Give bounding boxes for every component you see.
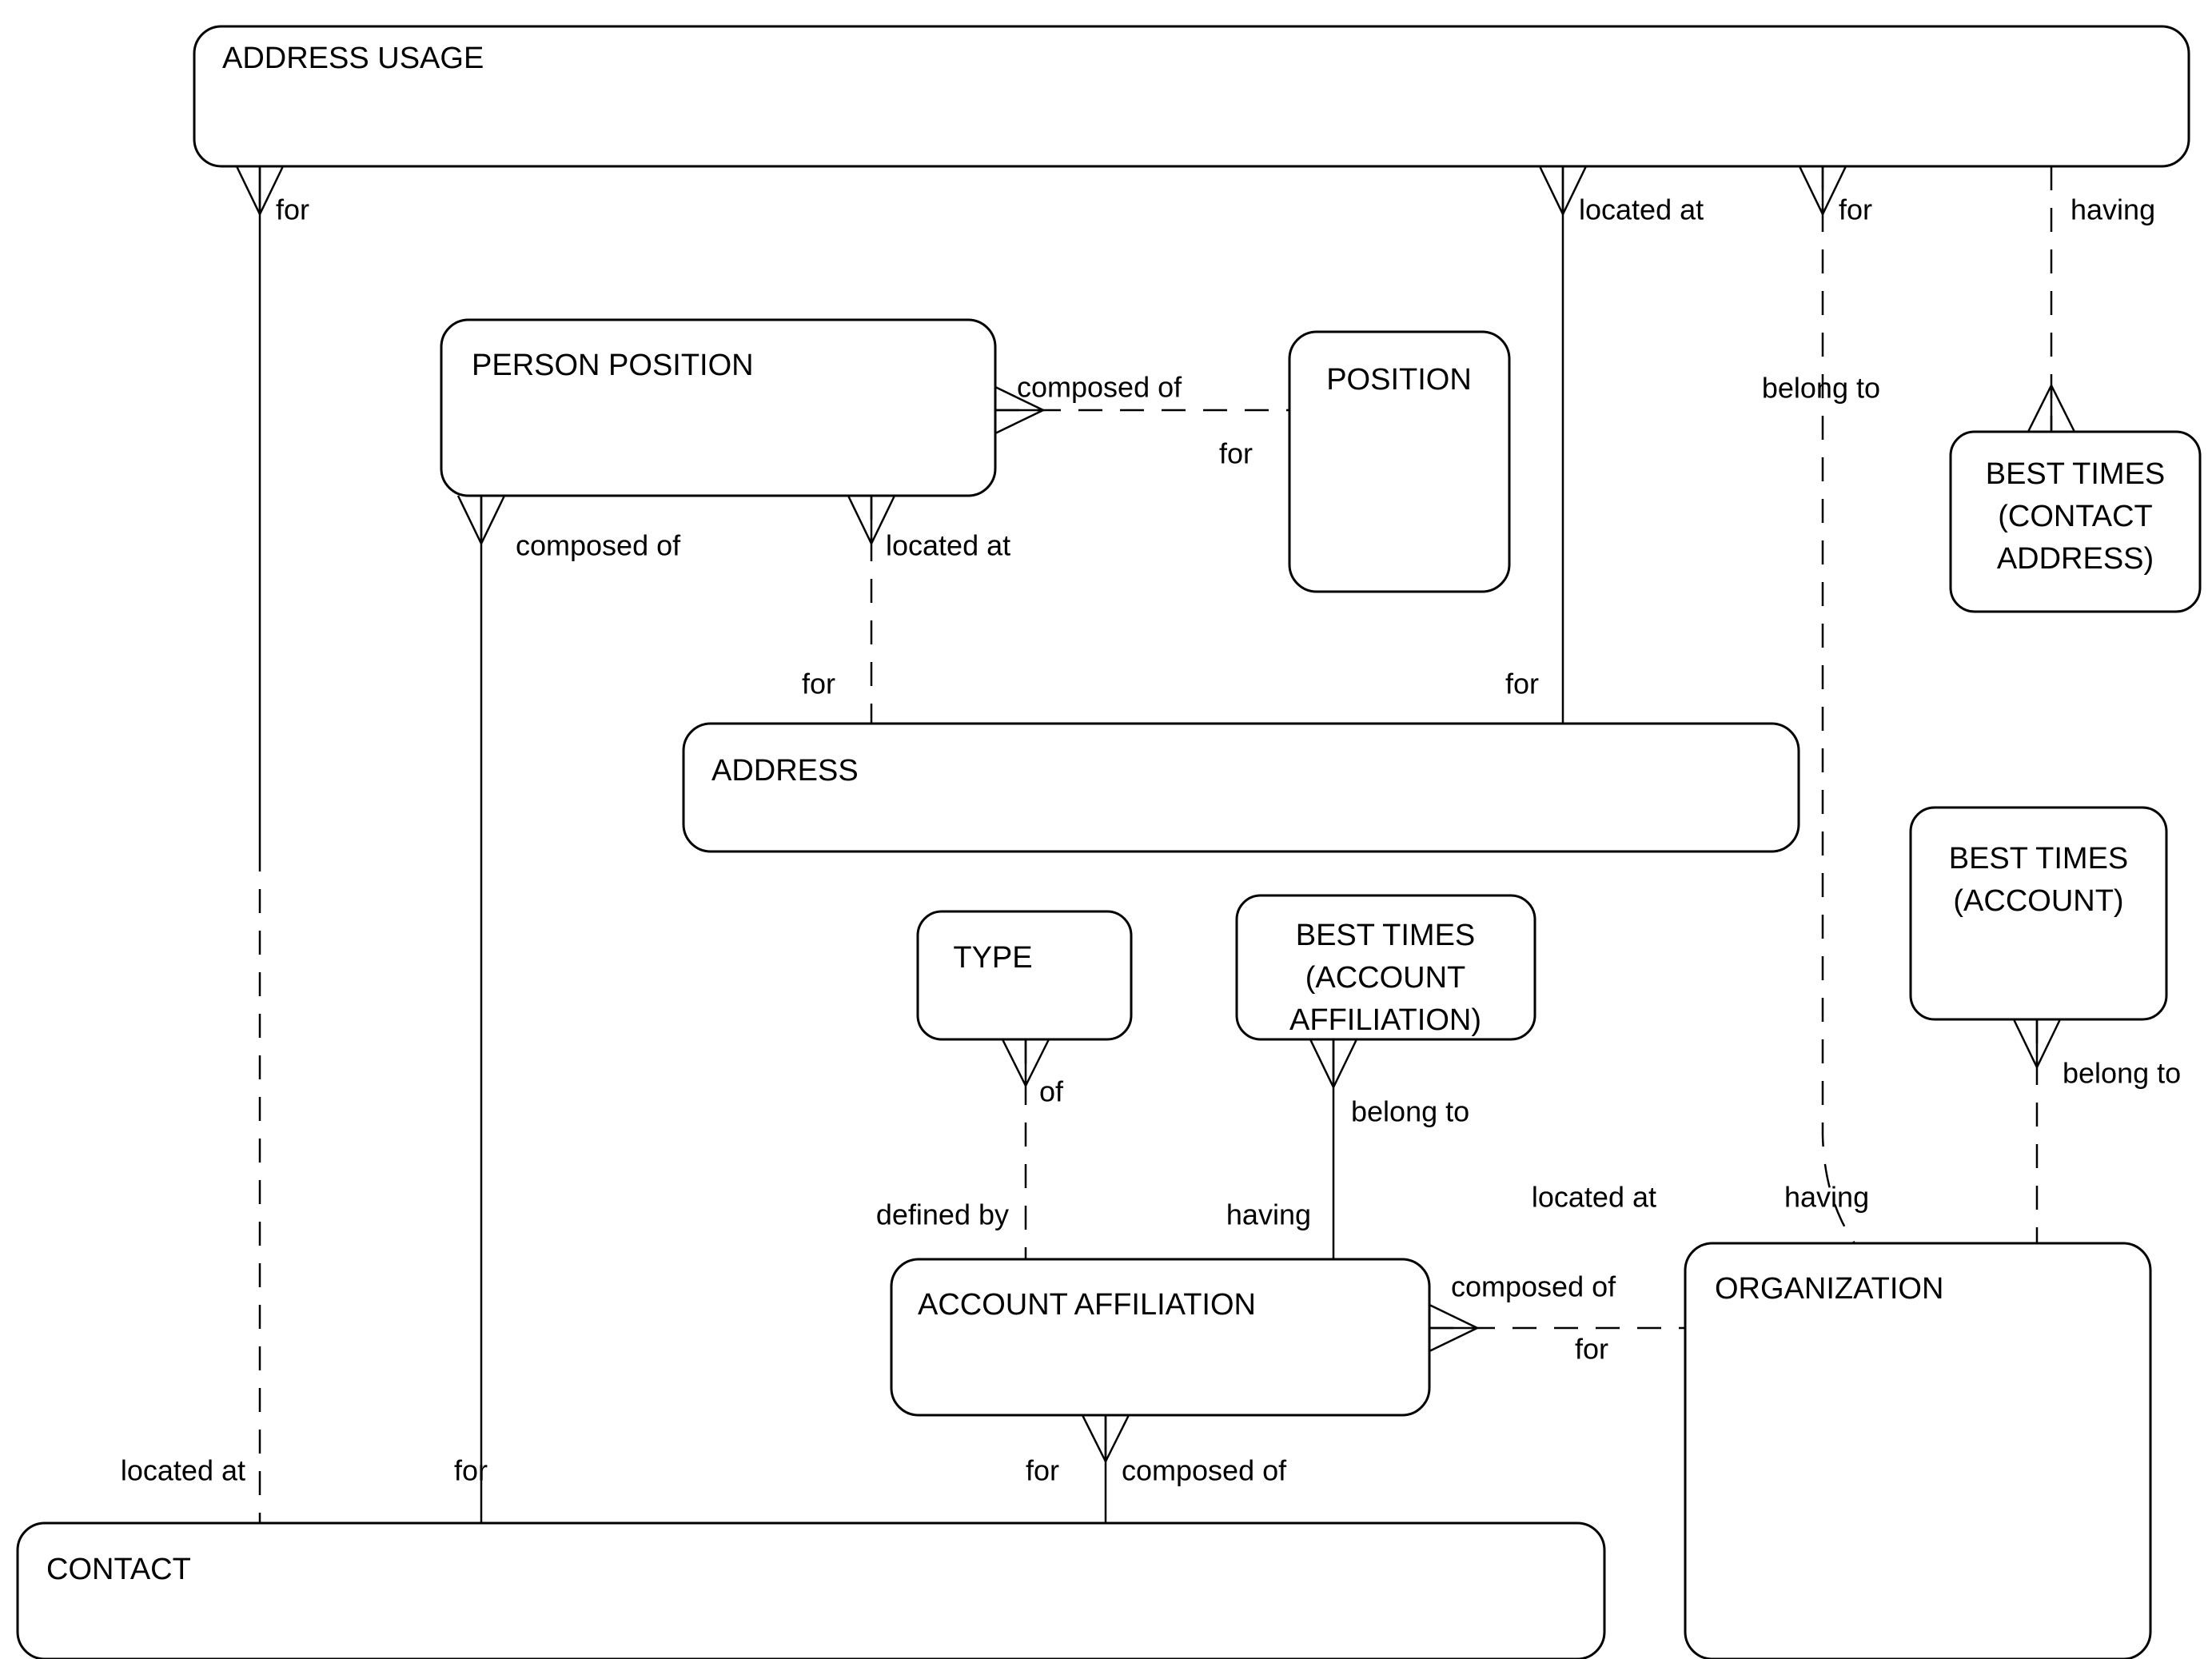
entity-box-address[interactable] [682, 722, 1800, 853]
entity-best-times-contact-address[interactable]: BEST TIMES (CONTACT ADDRESS) [1949, 430, 2202, 613]
edge-label-account-affiliation-having: having [1226, 1198, 1311, 1231]
edge-label-person-position-composed-of-contact: composed of [516, 529, 681, 562]
entity-label-address-usage: ADDRESS USAGE [222, 42, 484, 75]
entity-label-address: ADDRESS [711, 754, 859, 788]
entity-label-account-affiliation: ACCOUNT AFFILIATION [918, 1288, 1256, 1322]
entity-label-best-times-contact-address-line1: BEST TIMES [1986, 457, 2166, 491]
edge-label-type-of: of [1039, 1075, 1064, 1108]
entity-address-usage[interactable]: ADDRESS USAGE [193, 25, 2190, 168]
crowsfoot-icon-person-position-contact [456, 495, 506, 544]
entity-account-affiliation[interactable]: ACCOUNT AFFILIATION [890, 1258, 1431, 1417]
entity-best-times-account-affiliation[interactable]: BEST TIMES (ACCOUNT AFFILIATION) [1235, 894, 1536, 1041]
entity-best-times-account[interactable]: BEST TIMES (ACCOUNT) [1909, 806, 2168, 1021]
crowsfoot-icon-address-usage-contact [235, 166, 285, 215]
crowsfoot-icon-best-times-contact-address [2027, 385, 2076, 433]
edge-label-address-usage-located-at-address: located at [1579, 193, 1704, 226]
edge-label-person-position-located-at-address: located at [886, 529, 1010, 562]
entity-position[interactable]: POSITION [1288, 330, 1511, 593]
entity-box-best-times-account-affiliation[interactable] [1235, 894, 1536, 1041]
entity-label-best-times-account-line1: BEST TIMES [1949, 842, 2129, 875]
entity-label-position: POSITION [1326, 363, 1472, 397]
entity-box-best-times-account[interactable] [1909, 806, 2168, 1021]
crowsfoot-icon-best-times-account-affiliation [1309, 1039, 1358, 1088]
edge-label-organization-located-at: located at [1532, 1181, 1656, 1214]
entity-box-organization[interactable] [1684, 1242, 2152, 1659]
edge-label-address-usage-for-organization: for [1839, 193, 1872, 226]
crowsfoot-icon-address-usage-address [1538, 166, 1588, 215]
entity-box-contact[interactable] [16, 1521, 1606, 1659]
entity-box-account-affiliation[interactable] [890, 1258, 1431, 1417]
crowsfoot-icon-address-usage-organization [1798, 166, 1847, 215]
edge-label-account-affiliation-composed-of-contact: composed of [1122, 1454, 1287, 1487]
crowsfoot-icon-account-affiliation-organization [1429, 1303, 1478, 1353]
edge-label-account-affiliation-composed-of-organization: composed of [1451, 1270, 1616, 1303]
entity-label-organization: ORGANIZATION [1715, 1272, 1943, 1306]
edge-label-contact-for-person-position: for [454, 1454, 488, 1487]
crowsfoot-icon-account-affiliation-contact [1081, 1414, 1130, 1462]
edge-label-organization-for: for [1575, 1333, 1608, 1366]
entity-box-address-usage[interactable] [193, 25, 2190, 168]
entity-label-best-times-contact-address-line2: (CONTACT [1998, 500, 2153, 533]
entity-label-best-times-account-affiliation-line2: (ACCOUNT [1305, 961, 1466, 995]
edge-label-layer: for located at for having composed of lo… [121, 193, 2181, 1487]
edge-label-address-for-person-position: for [802, 668, 835, 700]
edge-label-address-usage-having-best-times: having [2071, 193, 2155, 226]
entity-box-person-position[interactable] [440, 318, 997, 497]
entity-label-best-times-account-line2: (ACCOUNT) [1953, 884, 2123, 918]
entity-label-best-times-contact-address-line3: ADDRESS) [1997, 542, 2154, 576]
link-address-usage-organization[interactable] [1821, 166, 1856, 1244]
edge-label-address-usage-for-contact: for [276, 193, 309, 226]
entity-person-position[interactable]: PERSON POSITION [440, 318, 997, 497]
edge-label-person-position-composed-of-position: composed of [1017, 371, 1182, 404]
edge-label-position-for: for [1219, 437, 1253, 470]
entity-type[interactable]: TYPE [916, 910, 1133, 1041]
edge-label-contact-located-at: located at [121, 1454, 245, 1487]
entity-contact[interactable]: CONTACT [16, 1521, 1606, 1659]
crowsfoot-layer [235, 166, 2076, 1462]
entity-label-person-position: PERSON POSITION [472, 349, 754, 382]
entity-layer: ADDRESS USAGE PERSON POSITION POSITION B… [16, 25, 2202, 1659]
entity-address[interactable]: ADDRESS [682, 722, 1800, 853]
entity-label-best-times-account-affiliation-line1: BEST TIMES [1296, 919, 1476, 952]
edge-label-best-times-contact-address-belong-to: belong to [1762, 372, 1880, 405]
connector-layer [258, 166, 2053, 1523]
edge-label-organization-having: having [1784, 1181, 1869, 1214]
edge-label-best-times-account-affiliation-belong-to: belong to [1351, 1095, 1469, 1128]
edge-label-account-affiliation-defined-by: defined by [876, 1198, 1009, 1231]
entity-label-contact: CONTACT [46, 1553, 191, 1586]
entity-box-best-times-contact-address[interactable] [1949, 430, 2202, 613]
edge-label-address-for-address-usage: for [1505, 668, 1539, 700]
edge-label-best-times-account-belong-to: belong to [2063, 1057, 2181, 1090]
entity-box-type[interactable] [916, 910, 1133, 1041]
crowsfoot-icon-person-position-address [847, 495, 896, 544]
entity-label-best-times-account-affiliation-line3: AFFILIATION) [1289, 1003, 1481, 1037]
crowsfoot-icon-person-position-position [994, 385, 1044, 435]
entity-organization[interactable]: ORGANIZATION [1684, 1242, 2152, 1659]
edge-label-contact-for-account-affiliation: for [1026, 1454, 1059, 1487]
crowsfoot-icon-best-times-account-organization [2012, 1019, 2062, 1068]
crowsfoot-icon-type-account-affiliation [1001, 1039, 1050, 1087]
entity-label-type: TYPE [953, 941, 1032, 975]
entity-box-position[interactable] [1288, 330, 1511, 593]
